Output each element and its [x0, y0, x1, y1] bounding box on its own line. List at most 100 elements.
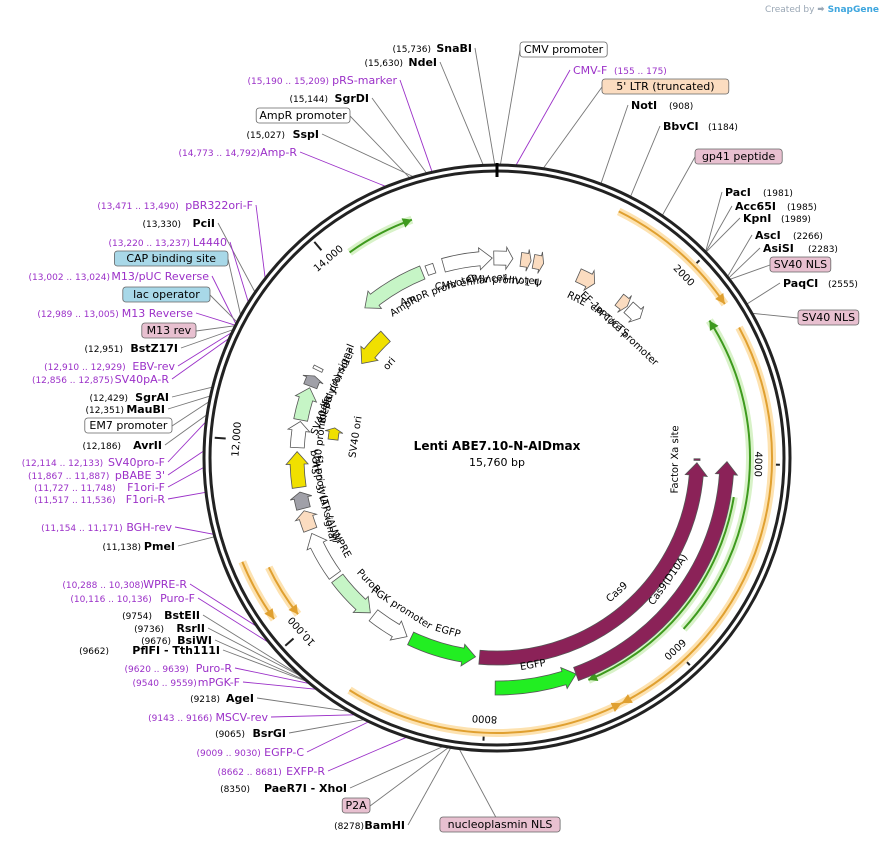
feature-ltr [519, 249, 532, 272]
feature-ori [285, 451, 309, 489]
leader-line [211, 275, 237, 324]
plasmid-center-title: Lenti ABE7.10-N-AIDmax 15,760 bp [414, 439, 581, 469]
label-name: pRS-marker [332, 74, 397, 87]
leader-line [349, 115, 410, 178]
leader-line [371, 97, 427, 173]
label-box [341, 797, 371, 814]
site-label: BsrGI(9065) [215, 727, 286, 740]
site-label: AgeI(9218) [190, 692, 254, 705]
label-coord: (908) [669, 102, 693, 112]
site-label: PciI(13,330) [142, 217, 215, 230]
label-coord: (1989) [781, 215, 811, 225]
site-label: SV40 NLS [769, 256, 832, 273]
site-label: BbvCI(1184) [663, 120, 738, 133]
tick-mark [214, 436, 226, 440]
feature-ltr [614, 293, 632, 313]
label-name: L4440 [193, 236, 227, 249]
site-label: PaeR7I - XhoI(8350) [220, 782, 347, 795]
feature-egfp [494, 666, 577, 696]
leader-line [174, 526, 214, 535]
label-coord: (9143 .. 9166) [148, 714, 212, 724]
label-coord: (9009 .. 9030) [197, 749, 261, 759]
leader-line [171, 386, 212, 398]
leader-line [500, 49, 521, 165]
label-coord: (12,186) [82, 442, 121, 452]
leader-line [706, 217, 741, 253]
label-name: BGH-rev [126, 521, 172, 534]
leader-line [217, 222, 256, 292]
feature-label: HIV-1 Ψ [503, 274, 542, 290]
feature-promoter [286, 421, 311, 449]
label-coord: (13,330) [142, 220, 181, 230]
site-label: MauBI(12,351) [85, 403, 165, 416]
feature-promoter [441, 246, 493, 273]
label-name: SV40pA-R [115, 373, 170, 386]
label-coord: (9540 .. 9559) [133, 679, 197, 689]
site-label: CMV promoter [519, 41, 608, 58]
feature-label: EGFP [519, 658, 546, 673]
site-label: SV40pA-R(12,856 .. 12,875) [32, 373, 169, 386]
credit-brand: SnapGene [827, 5, 879, 15]
site-label: M13 Reverse(12,989 .. 13,005) [37, 307, 193, 320]
leader-line [306, 721, 369, 753]
site-label: PaqCI(2555) [783, 277, 858, 290]
label-name: PacI [725, 186, 751, 199]
label-name: Acc65I [735, 200, 776, 213]
label-coord: (13,002 .. 13,024) [29, 273, 110, 283]
label-coord: (8278) [334, 822, 364, 832]
site-label: SnaBI(15,736) [392, 42, 472, 55]
site-label: SV40 NLS [797, 309, 860, 326]
site-label: CMV-F(155 .. 175) [573, 64, 667, 77]
label-box-text: SV40 NLS [774, 258, 827, 271]
label-coord: (11,138) [102, 543, 141, 553]
label-name: PaqCI [783, 277, 818, 290]
label-name: AsiSI [763, 242, 794, 255]
label-coord: (9662) [79, 647, 109, 657]
site-label: pBR322ori-F(13,471 .. 13,490) [97, 199, 253, 212]
label-coord: (1985) [787, 203, 817, 213]
site-label: AvrII(12,186) [82, 439, 162, 452]
label-coord: (12,351) [85, 406, 124, 416]
label-name: M13 Reverse [122, 307, 193, 320]
label-name: PflFI - Tth111I [132, 644, 220, 657]
leader-line [222, 649, 306, 682]
outer-annotations [238, 207, 777, 737]
label-coord: (2266) [793, 232, 823, 242]
site-label: EXFP-R(8662 .. 8681) [218, 765, 326, 778]
label-box [255, 107, 351, 124]
annotation-arrowhead [588, 671, 599, 682]
leader-line [180, 329, 233, 349]
leader-line [747, 282, 781, 305]
label-box-text: P2A [346, 799, 368, 812]
site-label: BstEII(9754) [122, 609, 200, 622]
leader-line [164, 414, 207, 446]
site-label: Acc65I (1985) [735, 200, 817, 213]
site-label: BGH-rev(11,154 .. 11,171) [41, 521, 172, 534]
label-coord: (15,027) [246, 131, 285, 141]
label-coord: (9218) [190, 695, 220, 705]
label-name: Puro-R [196, 662, 233, 675]
tick-label: 10,000 [286, 614, 317, 647]
leader-line [270, 714, 354, 718]
feature-promoter [623, 301, 645, 323]
tick-label: 8000 [472, 712, 498, 724]
label-coord: (10,288 .. 10,308) [62, 581, 143, 591]
leader-line [255, 204, 266, 278]
leader-line [195, 312, 235, 326]
leader-line [321, 133, 413, 177]
plasmid-name: Lenti ABE7.10-N-AIDmax [414, 439, 581, 453]
label-name: MSCV-rev [215, 711, 268, 724]
label-coord: (14,773 .. 14,792) [179, 149, 260, 159]
label-name: NdeI [408, 56, 437, 69]
site-label: EBV-rev(12,910 .. 12,929) [44, 360, 175, 373]
snapgene-credit: Created by 🠮 SnapGene [765, 2, 879, 18]
feature-polyA [289, 491, 312, 511]
feature-polyA [302, 374, 324, 390]
label-coord: (11,517 .. 11,536) [34, 496, 115, 506]
leader-line [705, 191, 723, 252]
plasmid-size: 15,760 bp [469, 456, 525, 469]
label-box-text: AmpR promoter [259, 109, 347, 122]
feature-ltr [294, 510, 318, 533]
label-coord: (12,114 .. 12,133) [22, 459, 103, 469]
annotation-line [618, 210, 726, 305]
